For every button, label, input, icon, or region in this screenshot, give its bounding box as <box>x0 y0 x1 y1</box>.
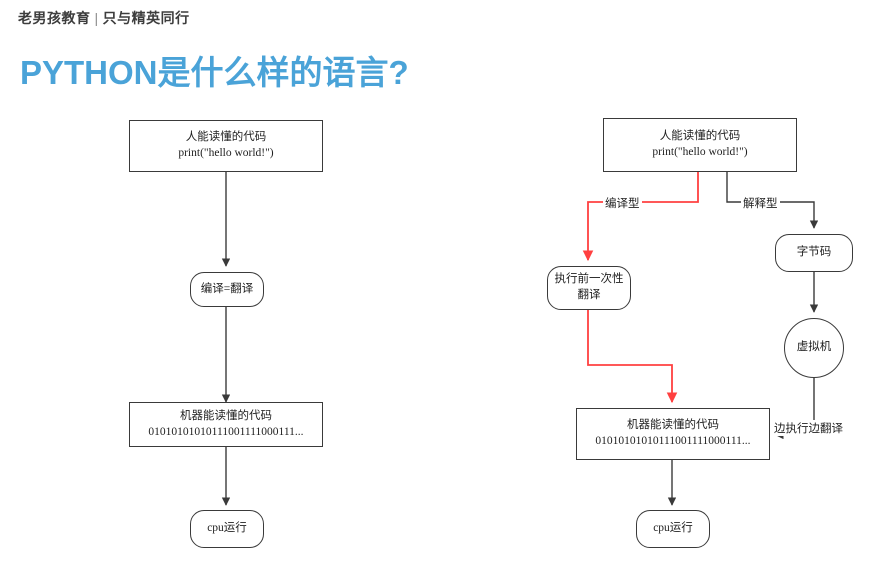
node-left-machine-code-line2: 01010101010111001111000111... <box>148 425 304 438</box>
edge-right-compiled-branch <box>582 172 699 262</box>
node-left-source-code: 人能读懂的代码 print("hello world!") <box>129 120 323 172</box>
node-left-cpu-run: cpu运行 <box>190 510 264 548</box>
node-right-bytecode-label: 字节码 <box>796 246 832 259</box>
edge-right-aot-to-machine <box>587 310 678 404</box>
node-right-aot-translate: 执行前一次性 翻译 <box>547 266 631 310</box>
node-right-machine-code-line1: 机器能读懂的代码 <box>627 419 719 432</box>
node-right-source-code-line1: 人能读懂的代码 <box>659 130 741 143</box>
node-left-compile-label: 编译=翻译 <box>200 282 254 295</box>
brand-name: 老男孩教育 <box>18 10 91 26</box>
node-right-machine-code-line2: 01010101010111001111000111... <box>595 435 751 447</box>
node-right-cpu-run: cpu运行 <box>636 510 710 548</box>
node-right-virtual-machine: 虚拟机 <box>784 318 844 378</box>
slide-header: 老男孩教育|只与精英同行 <box>18 8 190 28</box>
node-right-cpu-run-label: cpu运行 <box>653 522 693 535</box>
edge-label-interpreted: 解释型 <box>741 195 780 211</box>
node-left-machine-code: 机器能读懂的代码 01010101010111001111000111... <box>129 402 323 447</box>
node-left-source-code-line1: 人能读懂的代码 <box>185 131 267 144</box>
brand-tagline: 只与精英同行 <box>102 10 190 26</box>
edge-label-run-while-translate: 边执行边翻译 <box>772 420 845 436</box>
node-right-bytecode: 字节码 <box>775 234 853 272</box>
header-separator: | <box>94 10 99 26</box>
edge-label-compiled: 编译型 <box>603 195 642 211</box>
node-right-source-code-line2: print("hello world!") <box>652 146 748 158</box>
node-left-cpu-run-label: cpu运行 <box>207 522 247 535</box>
node-left-compile: 编译=翻译 <box>190 272 264 307</box>
node-left-machine-code-line1: 机器能读懂的代码 <box>180 409 272 422</box>
node-right-aot-translate-line1: 执行前一次性 <box>554 273 624 286</box>
node-right-virtual-machine-label: 虚拟机 <box>796 341 832 354</box>
node-left-source-code-line2: print("hello world!") <box>178 147 274 159</box>
page-title: PYTHON是什么样的语言? <box>20 54 409 91</box>
node-right-machine-code: 机器能读懂的代码 01010101010111001111000111... <box>576 408 770 460</box>
node-right-aot-translate-line2: 翻译 <box>577 289 601 301</box>
node-right-source-code: 人能读懂的代码 print("hello world!") <box>603 118 797 172</box>
